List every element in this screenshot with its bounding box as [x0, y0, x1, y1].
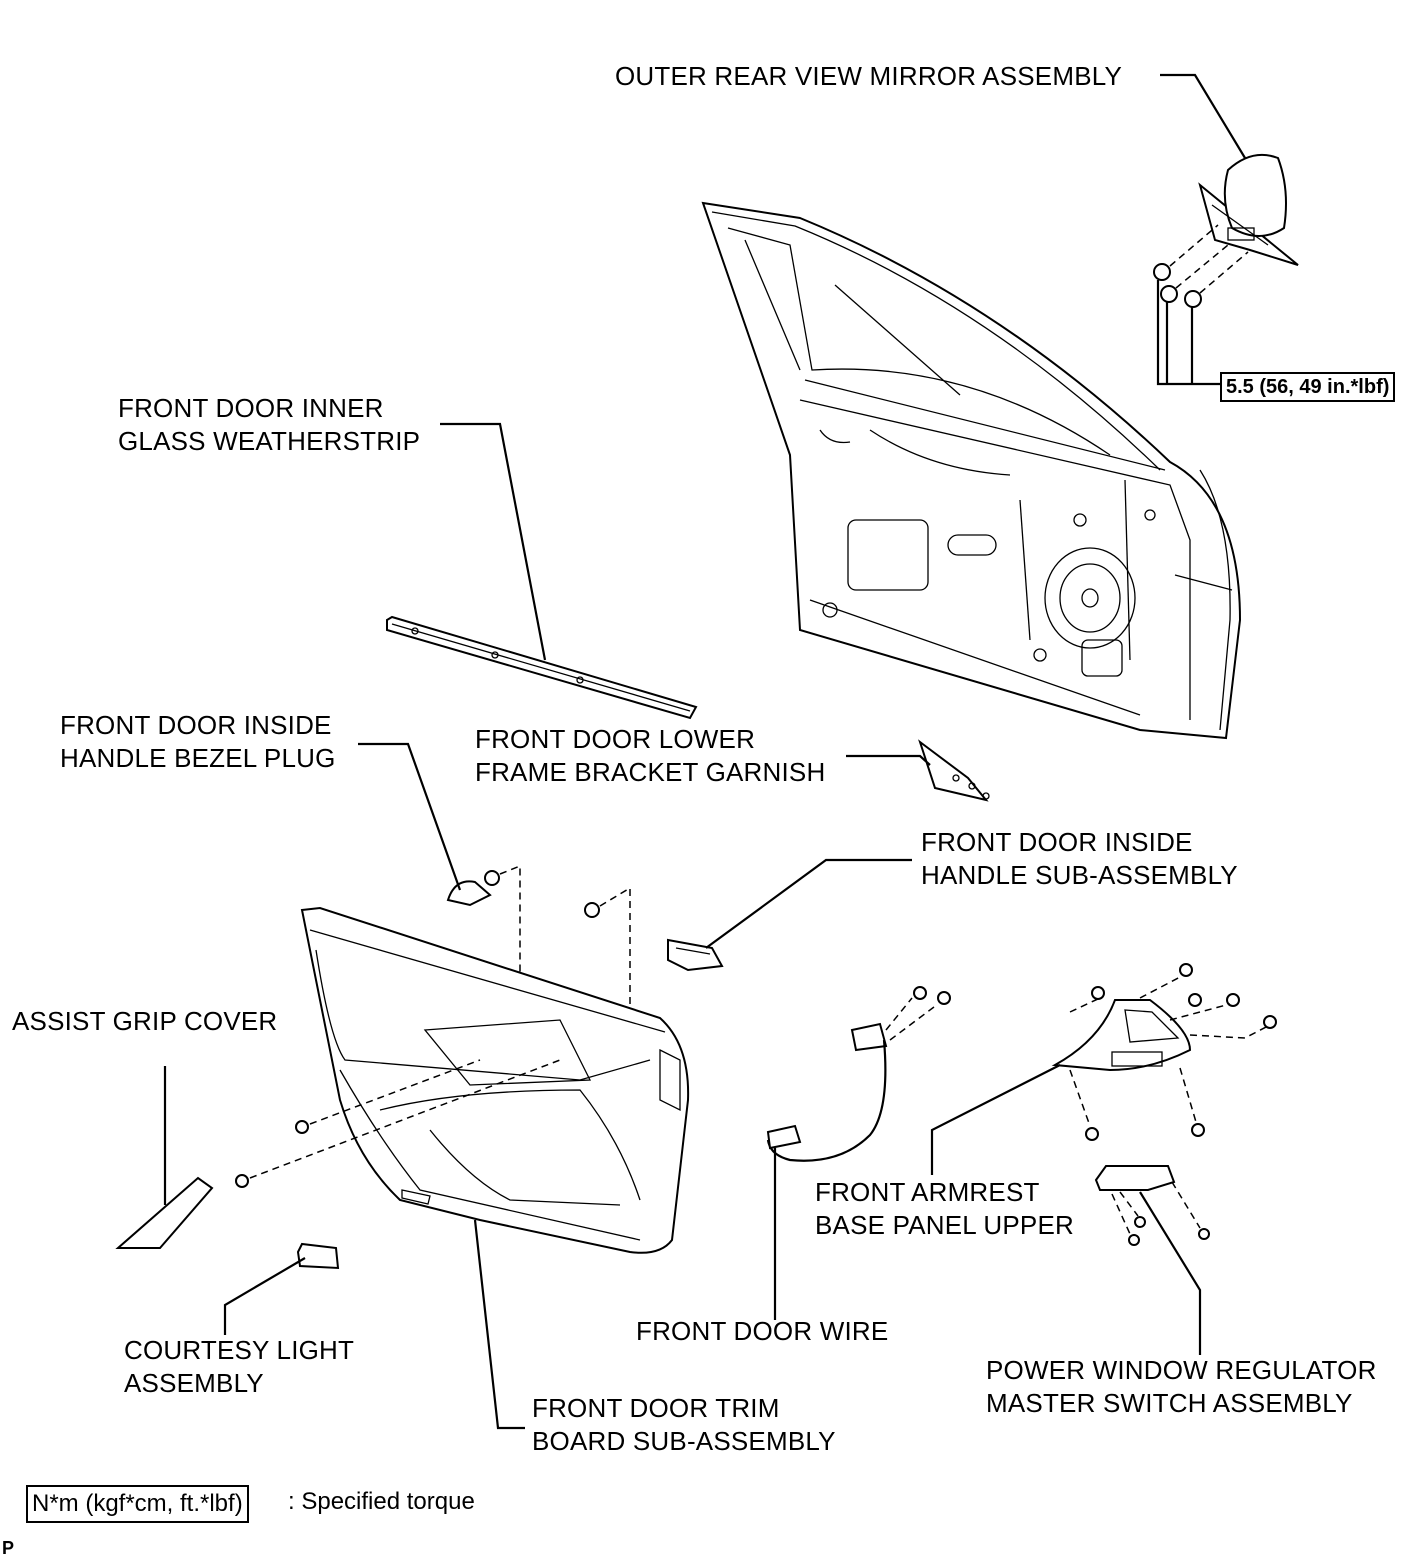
label-armrest-line1: FRONT ARMREST [815, 1177, 1040, 1207]
label-trim-board-line1: FRONT DOOR TRIM [532, 1393, 780, 1423]
master-switch-drawing [1094, 1165, 1210, 1246]
label-courtesy-line2: ASSEMBLY [124, 1368, 264, 1398]
figure-code: P [2, 1538, 15, 1558]
label-master-switch-line2: MASTER SWITCH ASSEMBLY [986, 1388, 1353, 1418]
armrest-panel-drawing [1051, 963, 1277, 1141]
inner-weatherstrip-drawing [386, 615, 698, 720]
trim-board-screws [235, 1059, 561, 1188]
label-trim-board-line2: BOARD SUB-ASSEMBLY [532, 1426, 836, 1456]
label-bezel-plug-line2: HANDLE BEZEL PLUG [60, 743, 336, 773]
lower-frame-garnish-drawing [918, 739, 990, 802]
leader-lines [163, 73, 1246, 1430]
legend-torque-text: : Specified torque [288, 1488, 475, 1515]
door-wire-drawing [766, 986, 951, 1162]
courtesy-light-drawing [296, 1242, 340, 1270]
label-outer-mirror: OUTER REAR VIEW MIRROR ASSEMBLY [615, 61, 1123, 91]
inside-handle-drawing [667, 938, 724, 972]
label-inside-handle-line1: FRONT DOOR INSIDE [921, 827, 1193, 857]
label-lower-frame-line2: FRAME BRACKET GARNISH [475, 757, 826, 787]
front-door-panel [701, 201, 1242, 740]
trim-board-drawing [300, 906, 690, 1254]
label-assist-grip: ASSIST GRIP COVER [12, 1006, 278, 1036]
torque-mirror-nuts: 5.5 (56, 49 in.*lbf) [1220, 372, 1396, 402]
label-inside-handle-line2: HANDLE SUB-ASSEMBLY [921, 860, 1238, 890]
mirror-nuts [1153, 224, 1249, 386]
outer-mirror-drawing [1198, 154, 1299, 266]
assist-grip-drawing [115, 1176, 214, 1249]
legend-torque-box: N*m (kgf*cm, ft.*lbf) [26, 1485, 249, 1523]
label-inner-weatherstrip-line1: FRONT DOOR INNER [118, 393, 384, 423]
label-master-switch-line1: POWER WINDOW REGULATOR [986, 1355, 1377, 1385]
label-armrest-line2: BASE PANEL UPPER [815, 1210, 1074, 1240]
label-bezel-plug-line1: FRONT DOOR INSIDE [60, 710, 332, 740]
label-door-wire: FRONT DOOR WIRE [636, 1316, 889, 1346]
label-courtesy-line1: COURTESY LIGHT [124, 1335, 355, 1365]
label-inner-weatherstrip-line2: GLASS WEATHERSTRIP [118, 426, 421, 456]
label-lower-frame-line1: FRONT DOOR LOWER [475, 724, 756, 754]
